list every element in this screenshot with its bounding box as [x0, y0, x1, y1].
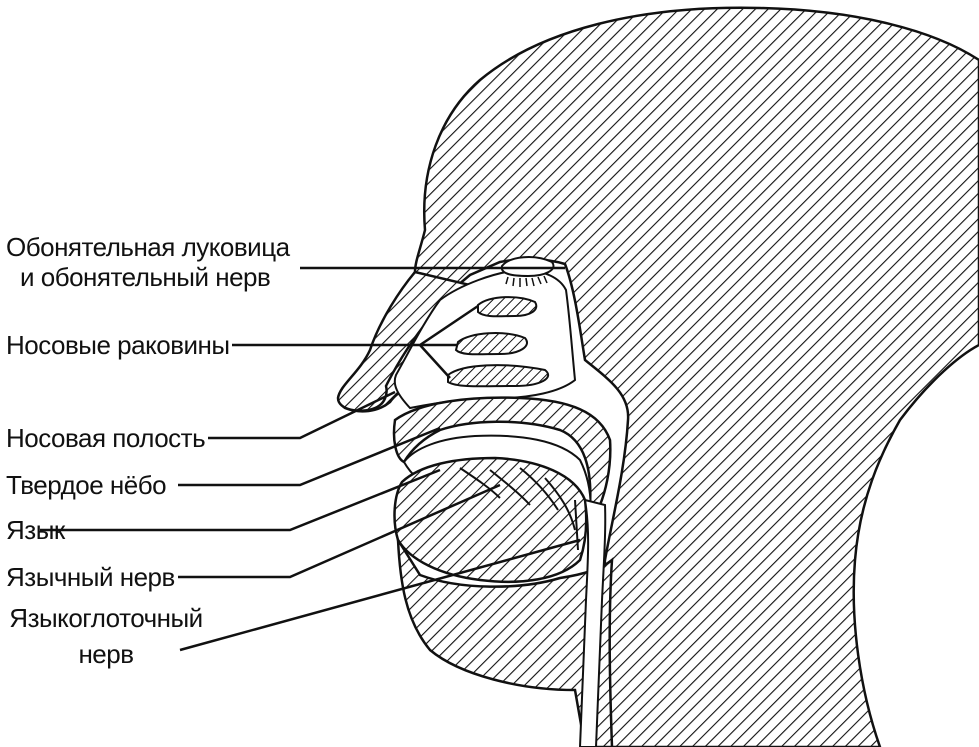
olfactory-bulb	[502, 257, 554, 276]
label-nasal-cavity: Носовая полость	[6, 423, 205, 453]
label-glossopharyngeal-line1: Языкоглоточный	[6, 603, 206, 633]
label-tongue: Язык	[6, 515, 65, 545]
nasal-concha-lower	[448, 365, 548, 386]
label-olfactory-bulb-line1: Обонятельная луковица	[6, 232, 290, 262]
label-olfactory-bulb: Обонятельная луковица и обонятельный нер…	[6, 232, 290, 292]
label-lingual-nerve: Язычный нерв	[6, 562, 175, 592]
label-olfactory-bulb-line2: и обонятельный нерв	[6, 262, 290, 292]
label-nasal-conchae: Носовые раковины	[6, 330, 230, 360]
label-glossopharyngeal-line2: нерв	[6, 639, 206, 669]
label-hard-palate: Твердое нёбо	[6, 470, 166, 500]
nasal-concha-middle	[456, 333, 527, 354]
nasal-concha-upper	[478, 297, 536, 316]
label-glossopharyngeal-nerve: Языкоглоточный нерв	[6, 603, 206, 669]
